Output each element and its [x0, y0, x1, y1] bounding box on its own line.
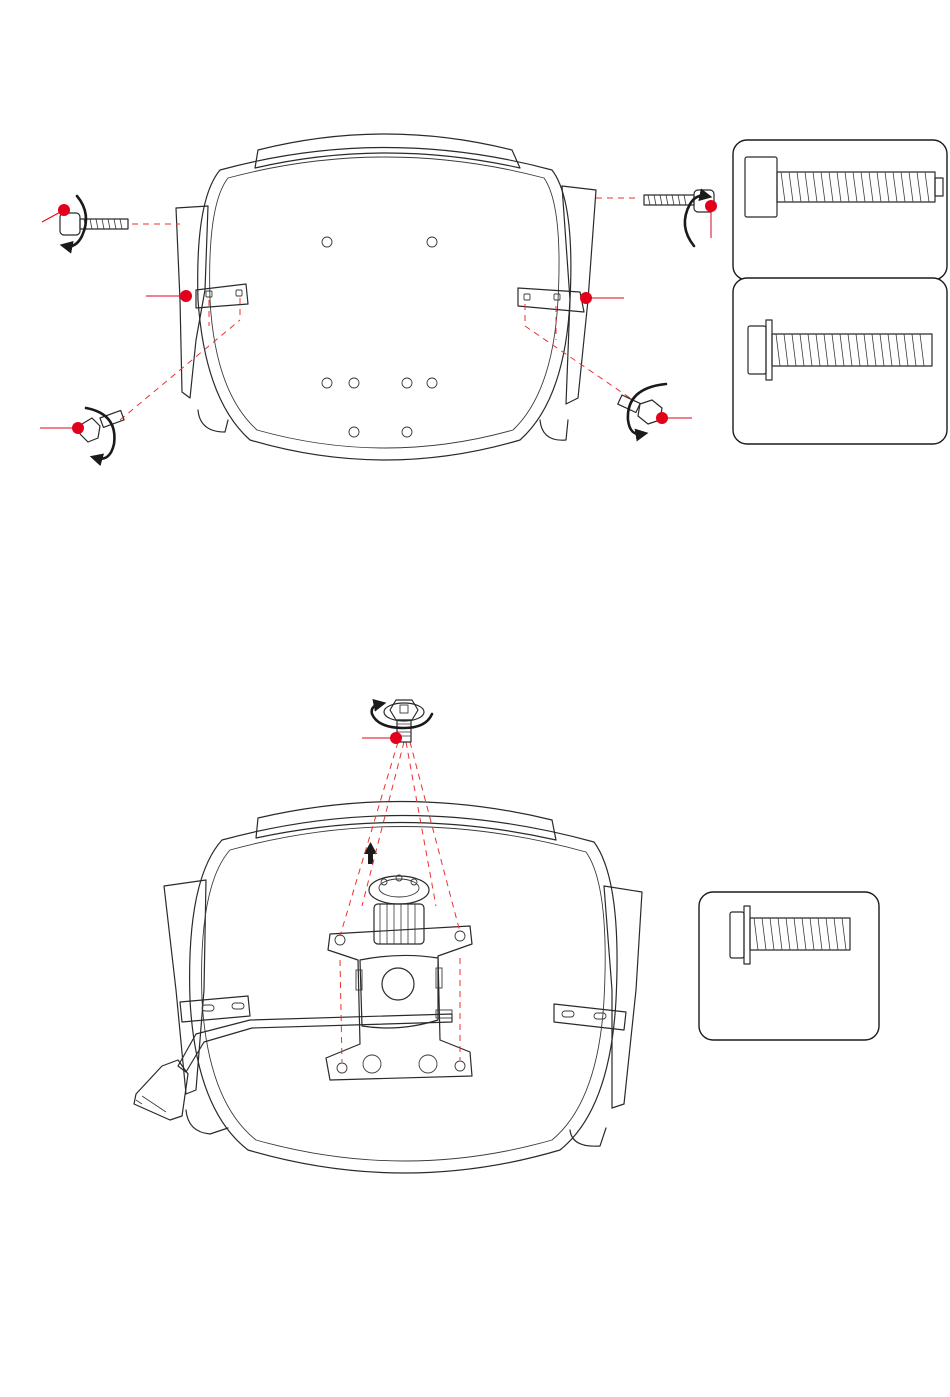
callout-dot-icon [656, 412, 668, 424]
rotation-arrow-icon [86, 408, 114, 459]
right-socket-bolt [644, 190, 714, 246]
step2-flange-bolt [372, 700, 432, 742]
right-flange-bolt [618, 384, 666, 434]
left-socket-bolt [60, 196, 128, 246]
left-armrest-pad [164, 880, 206, 1094]
step2-callouts [362, 732, 402, 744]
gas-lift-cylinder [369, 875, 429, 944]
callout-dot-icon [580, 292, 592, 304]
up-arrow-icon [364, 842, 377, 864]
step1-callouts [40, 200, 717, 434]
right-armrest-bracket [518, 288, 584, 312]
callout-dot-icon [390, 732, 402, 744]
callout-dot-icon [72, 422, 84, 434]
seat-mounting-holes [322, 237, 437, 437]
rotation-arrow-icon [685, 196, 706, 246]
left-flange-bolt [80, 408, 124, 459]
step1-guide-lines [120, 198, 640, 420]
callout-dot-icon [705, 200, 717, 212]
callout-dot-icon [180, 290, 192, 302]
hardware-panel-flange-bolt [733, 278, 947, 444]
tilt-mechanism [326, 926, 472, 1080]
callout-dot-icon [58, 204, 70, 216]
hardware-panel-socket-bolt [733, 140, 947, 280]
rotation-arrow-icon [66, 196, 86, 246]
adjustment-lever [134, 1014, 452, 1120]
seat-bottom [186, 801, 617, 1173]
step2-illustration [134, 700, 642, 1173]
hardware-panel-short-flange-bolt [699, 892, 879, 1040]
seat-bottom [198, 134, 571, 460]
right-armrest-pad [604, 886, 642, 1108]
step1-illustration [40, 134, 717, 460]
rotation-arrow-icon [628, 384, 666, 434]
